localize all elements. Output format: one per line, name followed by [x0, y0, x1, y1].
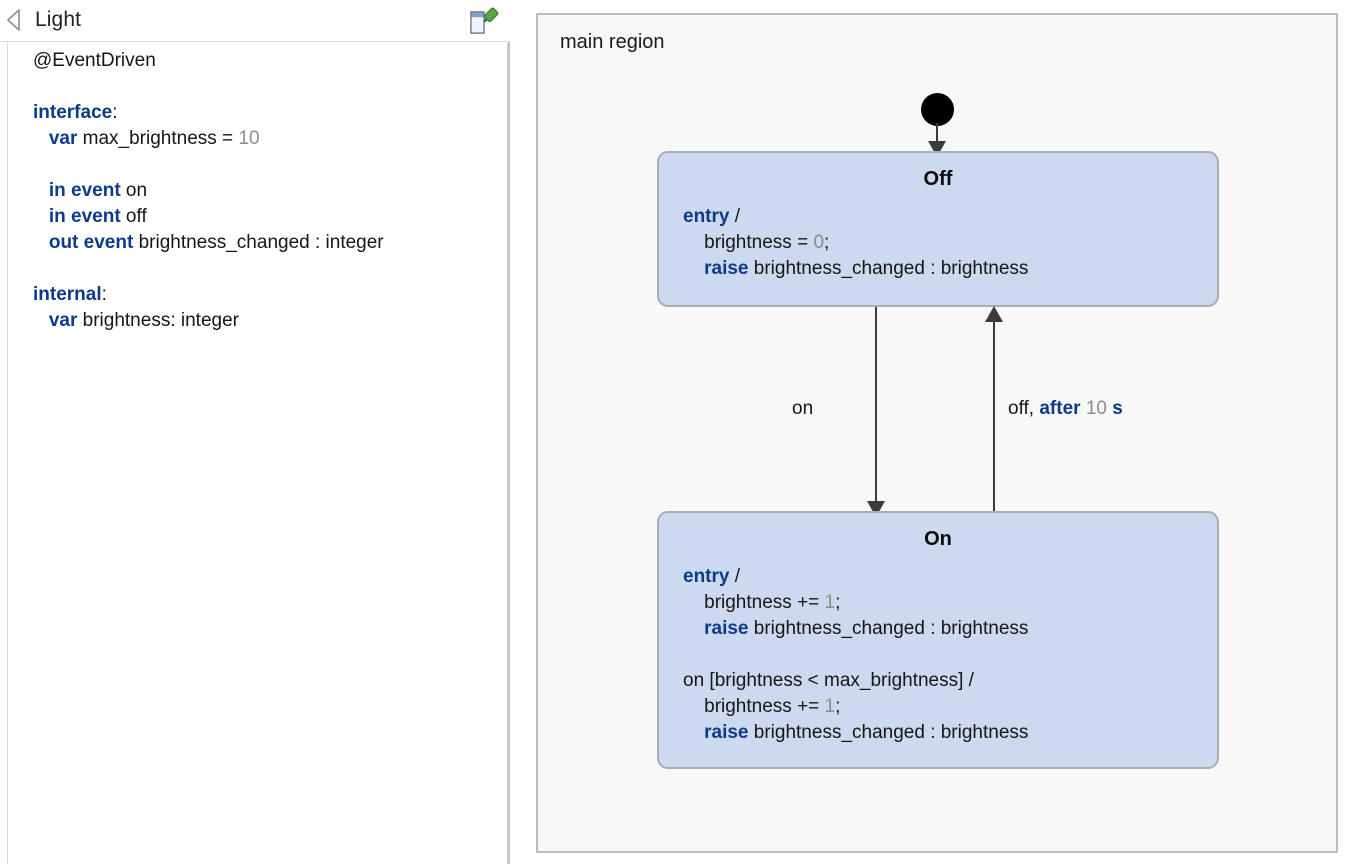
code-blank-line: [33, 152, 503, 178]
code-token-plain: @EventDriven: [33, 50, 156, 71]
code-line: raise brightness_changed : brightness: [683, 720, 1217, 746]
code-token-kw: in event: [48, 180, 121, 201]
code-token-plain: off: [120, 206, 147, 227]
code-blank-line: [33, 74, 503, 100]
editor-gutter-rule: [7, 43, 8, 864]
transition-line-on-to-off: [993, 311, 995, 515]
code-token-plain: ;: [835, 696, 841, 717]
code-token-kw: var: [48, 128, 78, 149]
code-line: entry /: [683, 564, 1217, 590]
code-token-num: 0: [813, 232, 825, 253]
restore-view-icon: [470, 11, 485, 34]
code-line: brightness += 1;: [683, 590, 1217, 616]
code-line: interface:: [33, 100, 503, 126]
code-token-plain: brightness_changed : integer: [133, 232, 384, 253]
code-token-plain: ;: [835, 592, 841, 613]
code-token-plain: max_brightness =: [77, 128, 239, 149]
initial-state-node[interactable]: [921, 93, 954, 126]
label-token-kw: s: [1112, 398, 1123, 419]
statechart-diagram-canvas[interactable]: main region Off entry / brightness = 0; …: [536, 13, 1338, 853]
label-token-kw: after: [1039, 398, 1081, 419]
transition-line-initial-to-off: [936, 123, 938, 155]
code-token-plain: on [brightness < max_brightness] /: [683, 670, 974, 691]
code-token-kw: out event: [48, 232, 134, 253]
state-node-on[interactable]: On entry / brightness += 1; raise bright…: [657, 511, 1219, 769]
code-token-num: 1: [824, 696, 836, 717]
state-body-off: entry / brightness = 0; raise brightness…: [683, 204, 1217, 282]
code-line: raise brightness_changed : brightness: [683, 616, 1217, 642]
editor-panel-edge: [507, 43, 508, 864]
code-line: brightness += 1;: [683, 694, 1217, 720]
code-token-kw: entry: [683, 206, 730, 227]
code-token-plain: brightness: integer: [77, 310, 239, 331]
label-token-plain: off,: [1008, 398, 1040, 419]
code-line: brightness = 0;: [683, 230, 1217, 256]
code-line: entry /: [683, 204, 1217, 230]
green-pin-icon: [483, 7, 499, 23]
code-token-kw: raise: [704, 618, 749, 639]
editor-titlebar: Light: [0, 0, 510, 42]
label-token-num: 10: [1085, 398, 1107, 419]
code-token-kw: in event: [48, 206, 121, 227]
code-line: raise brightness_changed : brightness: [683, 256, 1217, 282]
code-line: var max_brightness = 10: [33, 126, 503, 152]
code-token-plain: :: [112, 102, 118, 123]
code-token-kw: interface: [33, 102, 113, 123]
code-blank-line: [33, 256, 503, 282]
state-name-off: Off: [923, 168, 953, 190]
code-line: out event brightness_changed : integer: [33, 230, 503, 256]
code-token-num: 1: [824, 592, 836, 613]
page-title: Light: [35, 8, 82, 31]
arrowhead-on-to-off: [985, 306, 1003, 322]
code-line: @EventDriven: [33, 48, 503, 74]
code-token-plain: brightness +=: [704, 696, 825, 717]
definition-editor-panel: Light @EventDri: [0, 0, 510, 864]
code-line: internal:: [33, 282, 503, 308]
code-token-plain: /: [729, 566, 741, 587]
code-token-kw: internal: [33, 284, 102, 305]
code-token-plain: brightness +=: [704, 592, 825, 613]
transition-label-off-to-on: on: [792, 398, 813, 420]
transition-label-on-to-off: off, after 10 s: [1008, 398, 1123, 420]
state-body-on: entry / brightness += 1; raise brightnes…: [683, 564, 1217, 746]
code-token-kw: entry: [683, 566, 730, 587]
code-token-plain: ;: [824, 232, 830, 253]
code-token-plain: /: [729, 206, 741, 227]
region-label: main region: [560, 31, 665, 53]
state-name-on: On: [924, 528, 952, 550]
code-token-num: 10: [238, 128, 260, 149]
code-token-kw: raise: [704, 722, 749, 743]
code-token-plain: brightness_changed : brightness: [748, 258, 1029, 279]
collapse-left-arrow-icon[interactable]: [6, 9, 22, 31]
transition-line-off-to-on: [875, 307, 877, 515]
state-node-off[interactable]: Off entry / brightness = 0; raise bright…: [657, 151, 1219, 307]
code-line: in event off: [33, 204, 503, 230]
code-token-plain: brightness =: [704, 232, 814, 253]
statechart-definition-code[interactable]: @EventDriven interface: var max_brightne…: [33, 48, 503, 334]
editor-view-actions[interactable]: [464, 6, 502, 38]
code-line: var brightness: integer: [33, 308, 503, 334]
code-token-plain: on: [120, 180, 148, 201]
code-token-kw: var: [48, 310, 78, 331]
code-blank-line: [683, 642, 1217, 668]
code-token-plain: brightness_changed : brightness: [748, 618, 1029, 639]
code-token-kw: raise: [704, 258, 749, 279]
code-token-plain: :: [101, 284, 107, 305]
label-token-plain: on: [792, 398, 814, 419]
code-token-plain: brightness_changed : brightness: [748, 722, 1029, 743]
code-line: on [brightness < max_brightness] /: [683, 668, 1217, 694]
code-line: in event on: [33, 178, 503, 204]
